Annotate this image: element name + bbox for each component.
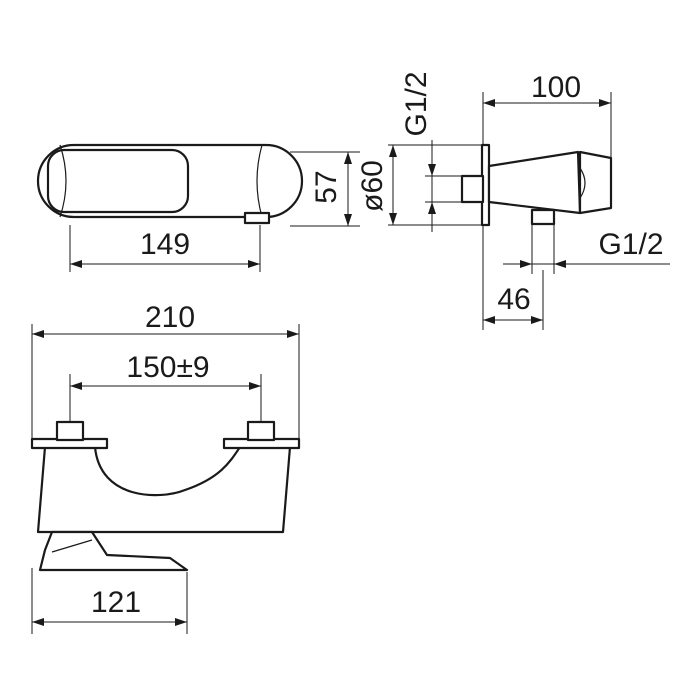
side-view-inlet-thread [460,174,485,204]
dim-57-label: 57 [310,170,343,203]
front-view-inlet-left [55,420,85,442]
top-view-body-seam-right [256,144,263,218]
side-view-knob [578,150,613,215]
dim-100-label: 100 [531,71,581,104]
dim-57: 57 [290,151,360,227]
dim-100: 100 [482,71,612,158]
dim-o60-label: ø60 [356,160,389,212]
dim-150-label: 150±9 [126,351,209,384]
dim-121-label: 121 [91,586,141,619]
dim-149-label: 149 [140,228,190,261]
top-view [36,143,304,225]
dim-210: 210 [31,301,300,439]
side-view-knob-ring [579,167,586,199]
dim-121: 121 [31,568,188,634]
front-view-spout [38,530,189,572]
dim-149: 149 [69,225,261,272]
top-view-body-seam [59,144,67,218]
dim-210-label: 210 [145,301,195,334]
dim-g12-bottom-label: G1/2 [598,228,663,261]
dim-46-label: 46 [497,283,530,316]
dim-g12-bottom: G1/2 [503,224,670,274]
top-view-lever [46,148,190,214]
side-view-outlet [530,208,556,226]
front-view-inlet-right [246,420,276,442]
dim-46: 46 [482,225,544,330]
dim-g12-top-label: G1/2 [400,71,433,136]
top-view-outlet [243,211,271,225]
front-view-body [36,445,292,534]
dim-150: 150±9 [69,351,262,422]
dim-g12-top: G1/2 [400,71,462,232]
side-view-body [487,150,582,215]
front-view-spout-edge [51,539,93,553]
side-view [460,143,613,227]
front-view [30,420,301,572]
dim-o60: ø60 [356,144,482,226]
